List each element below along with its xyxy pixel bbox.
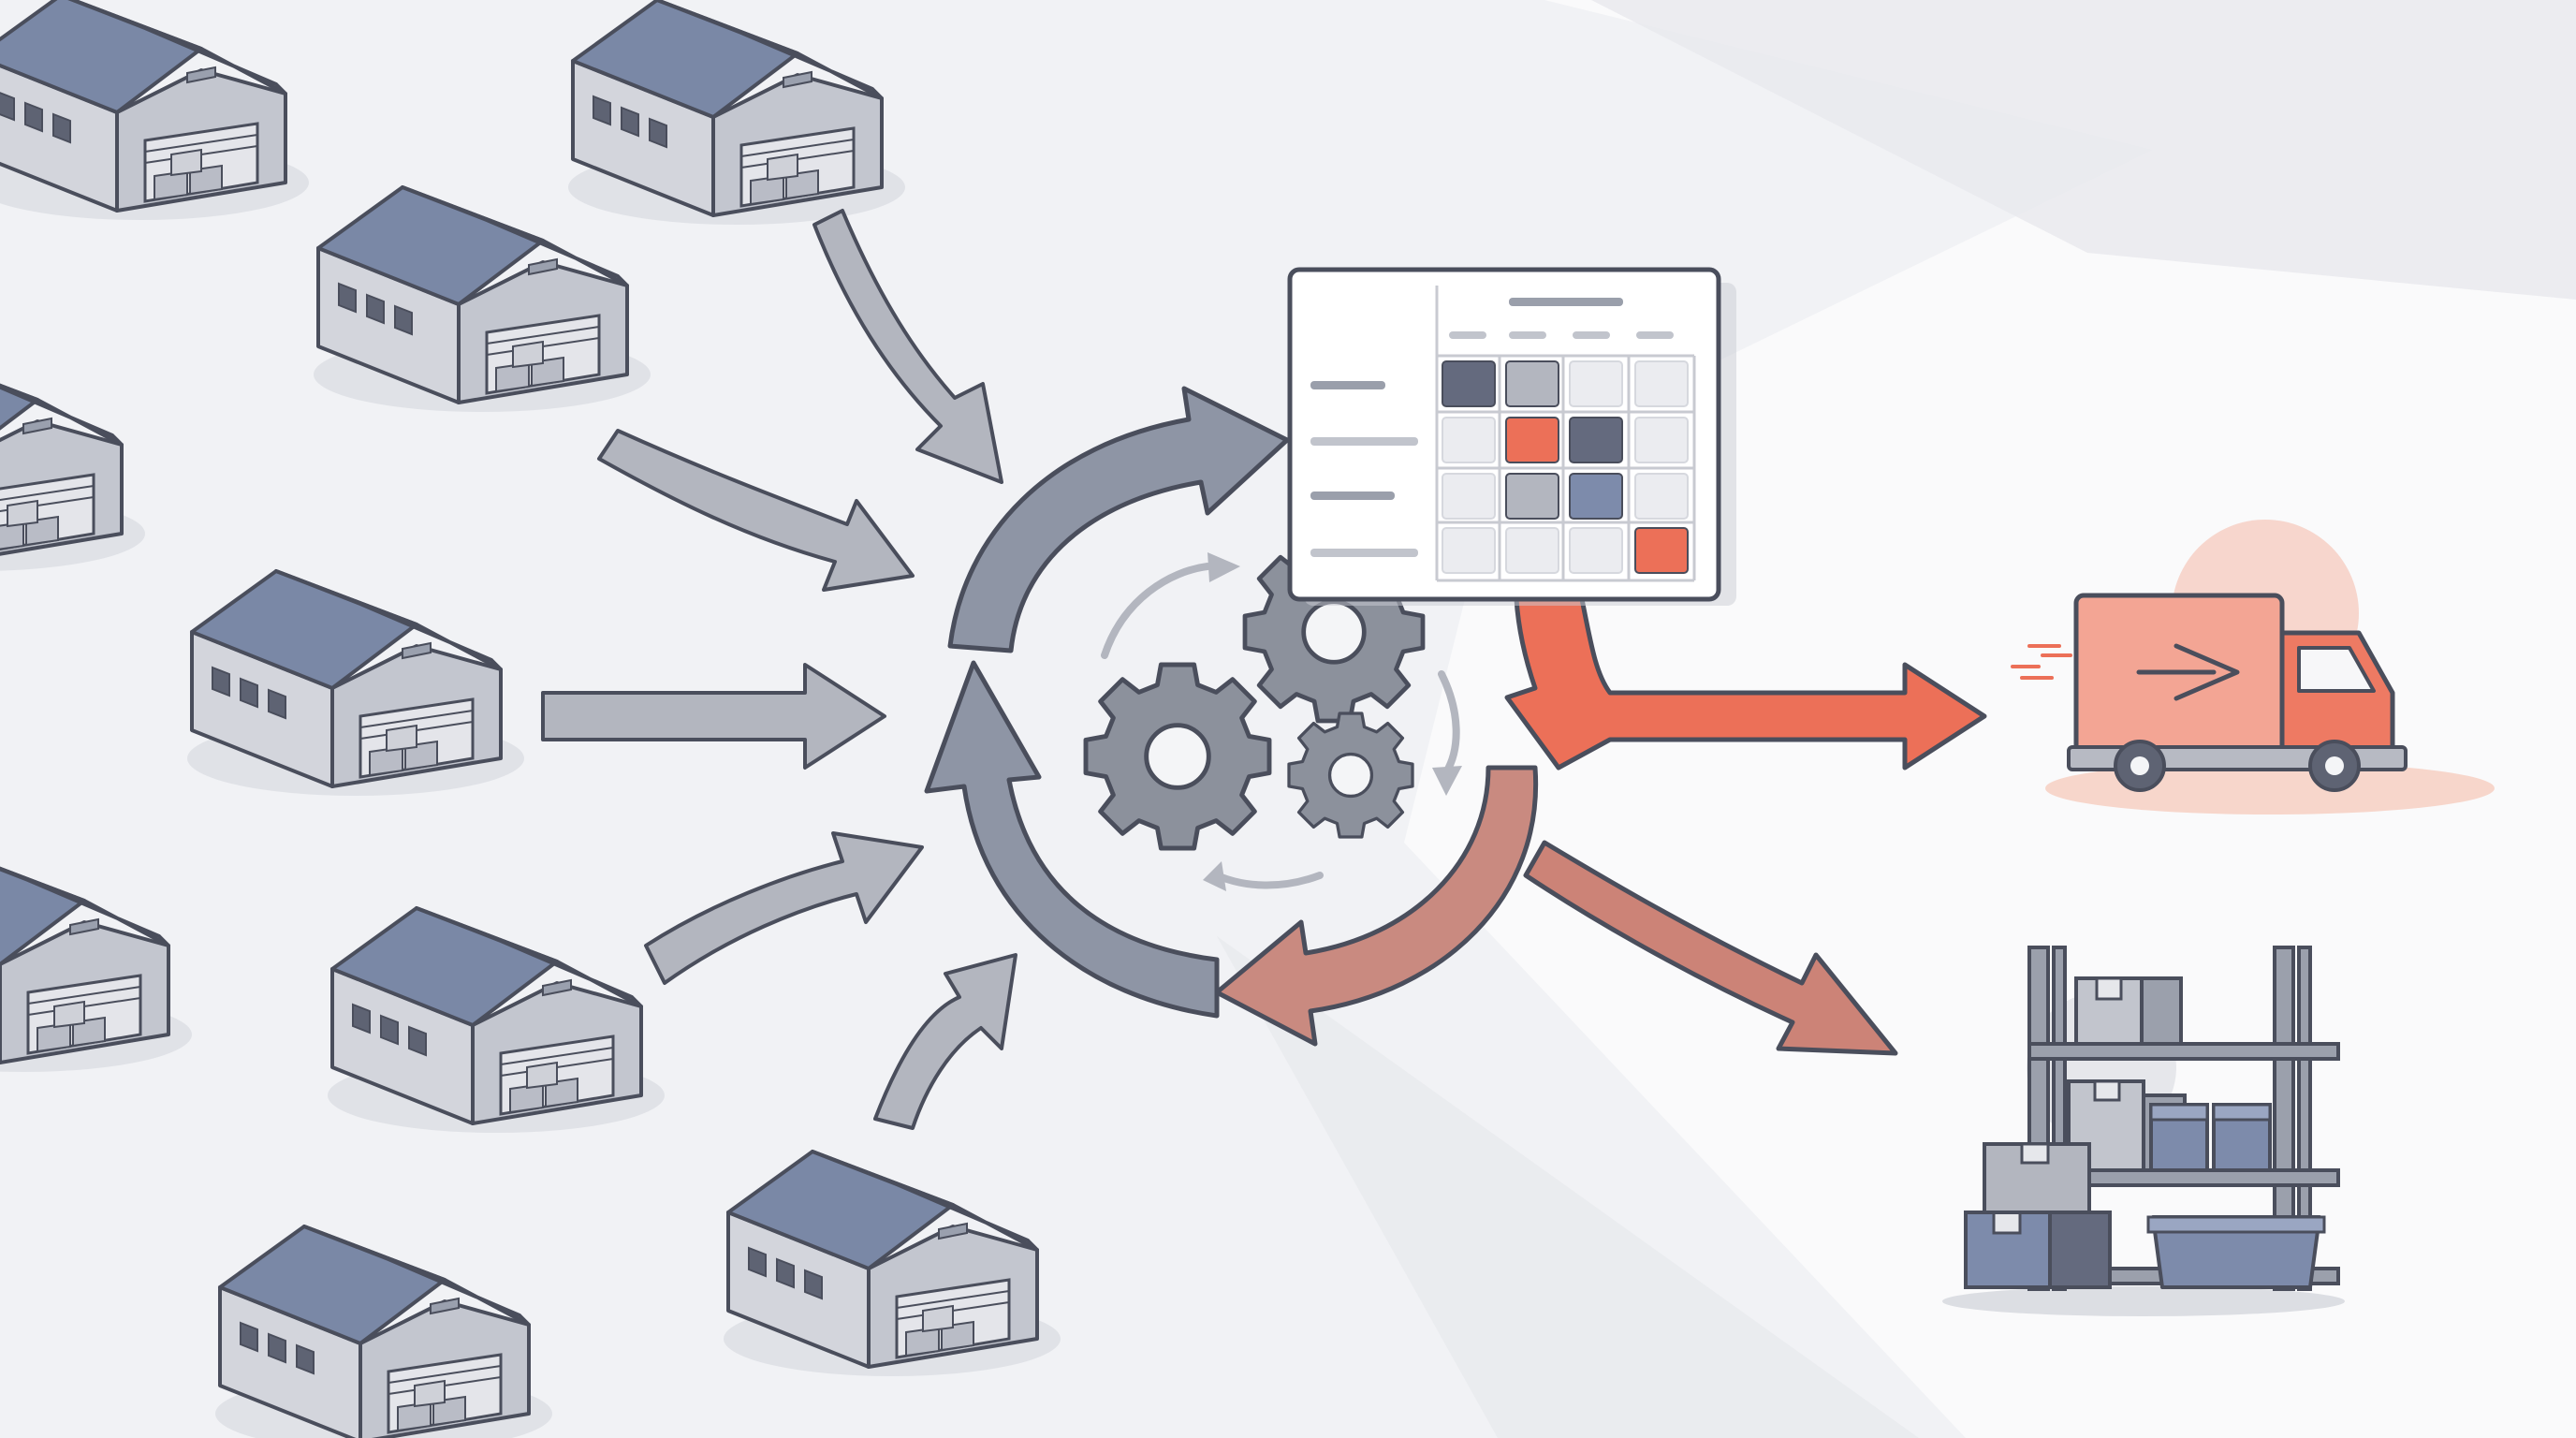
schedule-cell (1442, 527, 1496, 574)
outbound-arrow (1523, 840, 1898, 1056)
schedule-cell (1634, 527, 1689, 574)
schedule-grid-card (1287, 267, 1736, 606)
schedule-cell (1505, 473, 1559, 520)
inbound-arrow (644, 831, 924, 985)
inbound-arrows (541, 209, 1017, 1130)
schedule-cell (1569, 360, 1623, 407)
outbound-arrows (1504, 596, 1987, 1056)
schedule-cell (1569, 417, 1623, 463)
schedule-cell (1442, 473, 1496, 520)
schedule-cell (1505, 417, 1559, 463)
inner-cycle (1101, 563, 1460, 889)
delivery-truck-icon (2011, 520, 2495, 814)
cycle-arrow (924, 660, 1220, 1019)
schedule-cell (1569, 527, 1623, 574)
schedule-cell (1505, 527, 1559, 574)
inbound-arrow (541, 663, 886, 770)
schedule-cell (1569, 473, 1623, 520)
schedule-cell (1442, 360, 1496, 407)
schedule-cell (1442, 417, 1496, 463)
schedule-cell (1634, 360, 1689, 407)
schedule-cell (1505, 360, 1559, 407)
inbound-arrow (812, 209, 1003, 484)
cycle-arrow (1214, 765, 1539, 1047)
storage-shelf-icon (1942, 946, 2345, 1316)
outbound-arrow (1504, 596, 1987, 770)
gear-icon (1287, 712, 1414, 839)
schedule-cell (1634, 417, 1689, 463)
cycle-arrow (947, 386, 1290, 653)
gear-icon (1086, 665, 1269, 848)
schedule-cells (1442, 360, 1689, 574)
inner-cycle-heads (1203, 552, 1462, 891)
inbound-arrow (873, 953, 1017, 1130)
cycle-arrows (924, 386, 1539, 1047)
schedule-cell (1634, 473, 1689, 520)
inbound-arrow (597, 429, 915, 592)
